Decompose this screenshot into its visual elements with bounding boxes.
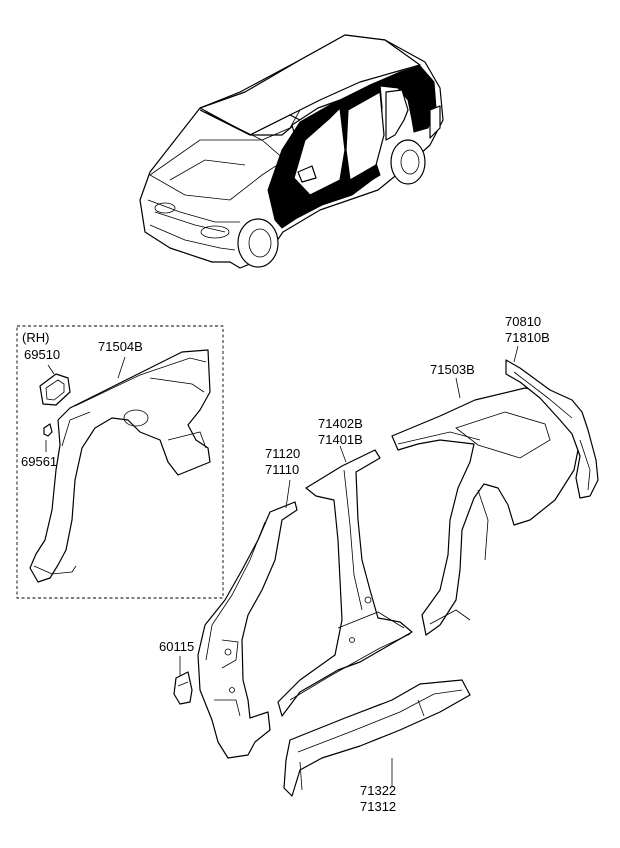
label-71401b: 71401B [318, 432, 363, 447]
bracket-60115 [173, 656, 193, 705]
label-71503b: 71503B [430, 362, 475, 377]
label-60115: 60115 [159, 639, 194, 654]
rh-note: (RH) [22, 330, 49, 345]
label-71504b: 71504B [98, 339, 143, 354]
side-sill-71322 [283, 679, 471, 797]
label-71312: 71312 [360, 799, 396, 814]
quarter-panel-71504b [29, 349, 211, 583]
fuel-filler-door [39, 373, 71, 406]
label-71120: 71120 [265, 446, 300, 461]
label-69510: 69510 [24, 347, 60, 362]
rear-pillar-70810 [505, 345, 599, 499]
label-71402b: 71402B [318, 416, 363, 431]
rh-detail-box: (RH) 69510 71504B 69561A [16, 325, 224, 599]
label-69561a: 69561A [21, 454, 66, 469]
vehicle-overview [139, 34, 444, 269]
label-71322: 71322 [360, 783, 396, 798]
label-71810b: 71810B [505, 330, 550, 345]
label-71110: 71110 [265, 462, 299, 477]
fuel-door-clip [43, 423, 53, 437]
center-pillar-71402b [277, 445, 413, 717]
side-outer-71503b [391, 377, 581, 636]
label-70810: 70810 [505, 314, 541, 329]
front-pillar-71120 [197, 479, 298, 759]
